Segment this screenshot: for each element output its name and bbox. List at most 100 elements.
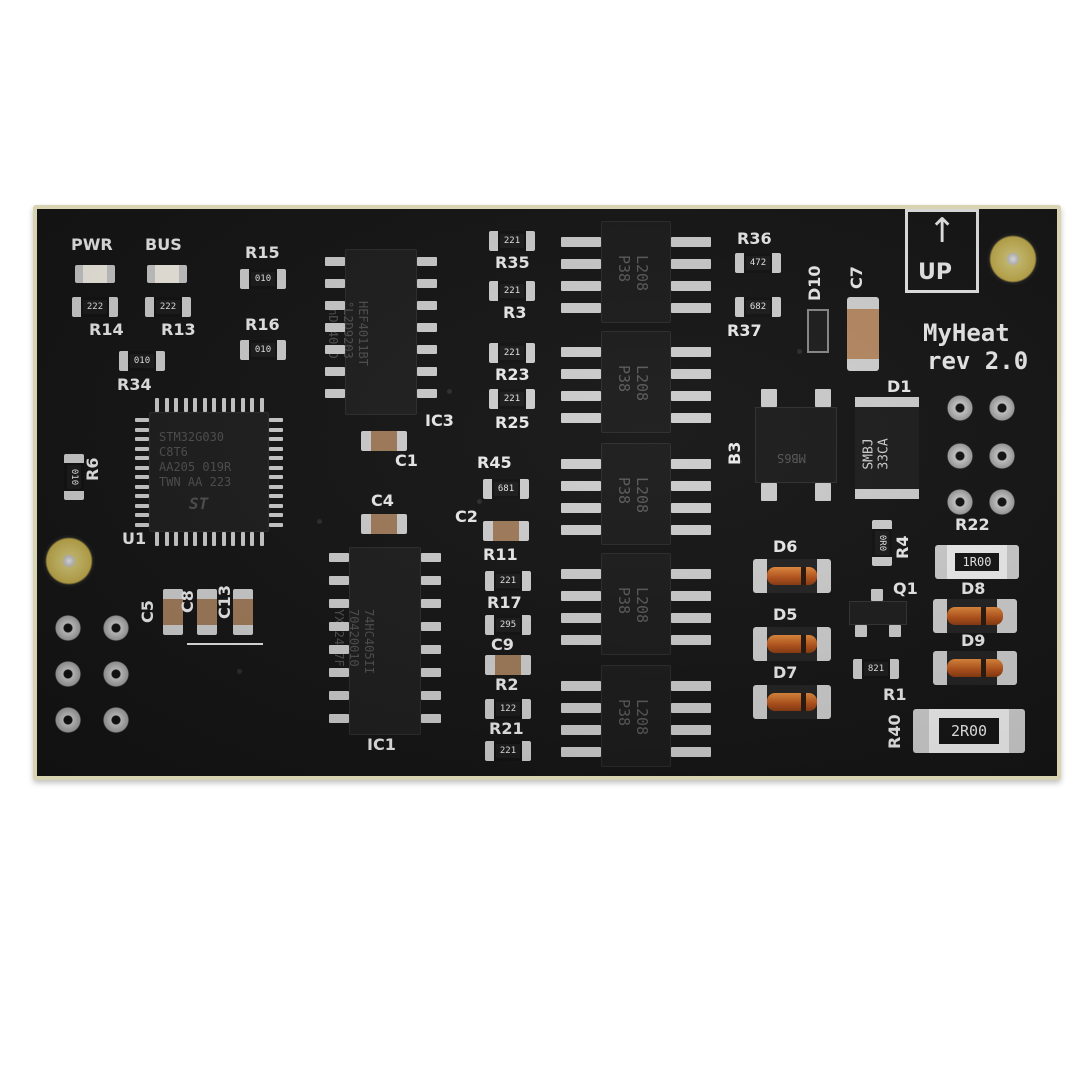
resistor-r17: 295 <box>485 615 531 635</box>
ic-lead <box>671 525 711 535</box>
label-r1: R1 <box>883 685 907 704</box>
label-q1: Q1 <box>893 579 918 598</box>
ic-lead <box>561 503 601 513</box>
ic-lead <box>135 465 149 470</box>
brand-name: MyHeat <box>923 319 1010 347</box>
ic-lead <box>325 345 345 354</box>
ic-lead <box>417 345 437 354</box>
capacitor-c13 <box>233 589 253 635</box>
ic-lead <box>671 347 711 357</box>
via <box>317 519 322 524</box>
ic-lead <box>561 369 601 379</box>
diode-d7 <box>753 685 831 719</box>
ic1-chip: 74HC405II 70420010 YXD2427F <box>332 547 421 735</box>
header-pin <box>947 395 973 421</box>
label-b3: B3 <box>725 441 744 465</box>
bus-led <box>147 265 187 283</box>
header-pin <box>103 615 129 641</box>
ic-lead <box>561 635 601 645</box>
ic-lead <box>174 532 178 546</box>
label-r16: R16 <box>245 315 280 334</box>
label-r13: R13 <box>161 320 196 339</box>
ic-lead <box>135 513 149 517</box>
ic-lead <box>561 303 601 313</box>
header-pin <box>947 489 973 515</box>
optocoupler-5: L208 P38 <box>601 665 671 767</box>
q1-pin <box>855 625 867 637</box>
header-pin <box>55 615 81 641</box>
diode-d9 <box>933 651 1017 685</box>
mcu-u1: STM32G030 C8T6 AA205 019R TWN AA 223 ST <box>149 412 269 532</box>
ic-lead <box>269 437 283 441</box>
via <box>797 349 802 354</box>
b3-pin <box>815 389 831 407</box>
ic-lead <box>417 323 437 332</box>
ic-lead <box>183 532 188 546</box>
ic-lead <box>269 513 283 517</box>
q1-pin <box>889 625 901 637</box>
label-r14: R14 <box>89 320 124 339</box>
ic-lead <box>231 398 235 412</box>
label-u1: U1 <box>122 529 147 548</box>
label-d7: D7 <box>773 663 798 682</box>
ic-lead <box>561 459 601 469</box>
st-logo: ST <box>189 494 209 513</box>
ic-lead <box>421 645 441 654</box>
ic-lead <box>421 553 441 562</box>
ic-lead <box>135 475 149 479</box>
ic-lead <box>329 668 349 677</box>
ic-lead <box>202 398 207 412</box>
ic-lead <box>329 645 349 654</box>
resistor-r6: 010 <box>64 454 84 500</box>
ic-lead <box>671 391 711 401</box>
diode-d6 <box>753 559 831 593</box>
resistor-r11: 221 <box>485 571 531 591</box>
ic-lead <box>561 613 601 623</box>
label-r35: R35 <box>495 253 530 272</box>
via <box>447 389 452 394</box>
resistor-r13: 222 <box>145 297 191 317</box>
ic-lead <box>671 747 711 757</box>
ic-lead <box>325 301 345 310</box>
ic-lead <box>164 398 169 412</box>
resistor-r4: 0R0 <box>872 520 892 566</box>
capacitor-c8 <box>197 589 217 635</box>
ic-lead <box>135 484 149 489</box>
ic-lead <box>269 446 283 451</box>
ic-lead <box>135 446 149 451</box>
ic-lead <box>671 303 711 313</box>
resistor-r3: 221 <box>489 281 535 301</box>
label-d10: D10 <box>805 265 824 301</box>
ic-lead <box>671 503 711 513</box>
header-pin <box>55 707 81 733</box>
label-c13: C13 <box>215 584 234 619</box>
diode-d10 <box>807 309 829 353</box>
ic-lead <box>269 503 283 508</box>
label-r22: R22 <box>955 515 990 534</box>
ic-lead <box>269 418 283 422</box>
header-pin <box>55 661 81 687</box>
ic-lead <box>135 456 149 460</box>
header-pin <box>103 707 129 733</box>
header-pin <box>947 443 973 469</box>
ic-lead <box>269 494 283 498</box>
ic-lead <box>417 279 437 288</box>
label-r21: R21 <box>489 719 524 738</box>
ic-lead <box>231 532 235 546</box>
ic-lead <box>250 532 254 546</box>
ic-lead <box>135 418 149 422</box>
b3-pin <box>761 483 777 501</box>
label-r23: R23 <box>495 365 530 384</box>
ic-lead <box>212 532 216 546</box>
resistor-r40: 2R00 <box>913 709 1025 753</box>
ic-lead <box>325 323 345 332</box>
ic-lead <box>561 347 601 357</box>
ic-lead <box>202 532 207 546</box>
ic-lead <box>329 622 349 631</box>
via <box>477 499 482 504</box>
ic-lead <box>671 369 711 379</box>
label-c7: C7 <box>847 266 866 289</box>
label-pwr: PWR <box>71 235 113 254</box>
resistor-r45: 681 <box>483 479 529 499</box>
ic-lead <box>155 532 159 546</box>
